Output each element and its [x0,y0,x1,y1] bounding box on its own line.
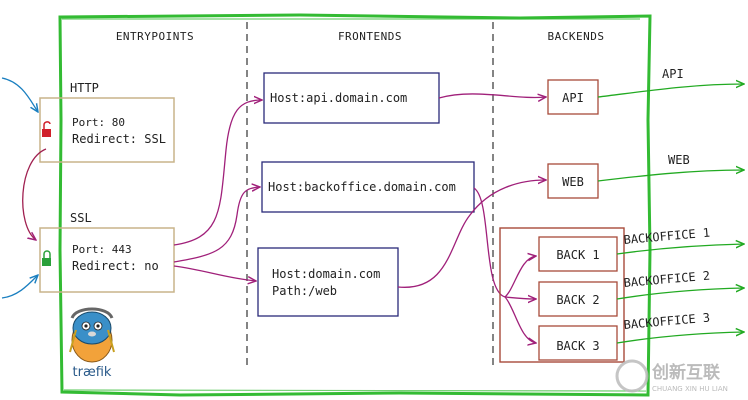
frontend-domain-path: Path:/web [272,284,337,298]
frontend-api-host: Host:api.domain.com [270,91,407,105]
backend-web-label: WEB [562,175,584,189]
route-to-back3 [504,296,536,343]
backend-back1: BACK 1 [538,236,618,272]
watermark-cn: 创新互联 [651,362,720,383]
redirect-arrow [22,148,47,240]
backend-api: API [547,79,599,115]
output-arrow-web [597,170,744,182]
route-to-back1 [504,256,536,298]
entrypoint-ssl-redirect: Redirect: no [72,259,159,273]
route-ssl-to-backoffice [173,187,260,263]
frontend-api: Host:api.domain.com [263,72,440,124]
incoming-arrow-ssl [1,275,38,299]
column-header-frontends: FRONTENDS [338,30,402,43]
entrypoint-http-box [39,97,175,163]
output-arrow-api [597,84,744,98]
frontend-backoffice-host: Host:backoffice.domain.com [268,180,456,194]
output-label-backoffice1: BACKOFFICE 1 [623,225,711,247]
output-label-api: API [662,67,684,81]
entrypoint-http-title: HTTP [70,81,99,95]
traefik-frame [58,13,652,397]
traefik-logo: træfik [69,307,115,380]
watermark: 创新互联 CHUANG XIN HU LIAN [615,359,728,393]
backend-back1-label: BACK 1 [556,248,599,262]
entrypoint-ssl-box [39,227,175,293]
backend-back3-label: BACK 3 [556,339,599,353]
frontend-domain-box [257,247,399,317]
frontend-backoffice-box [261,161,475,213]
entrypoint-ssl-port: Port: 443 [72,243,132,256]
column-header-backends: BACKENDS [548,30,605,43]
frontend-backoffice: Host:backoffice.domain.com [261,161,475,213]
output-arrow-backoffice2 [616,288,744,300]
backend-back3: BACK 3 [538,325,618,361]
output-label-backoffice3: BACKOFFICE 3 [623,310,711,332]
watermark-en: CHUANG XIN HU LIAN [652,385,728,393]
lock-open-icon [42,121,51,137]
frontend-domain: Host:domain.com Path:/web [257,247,399,317]
route-backoffice-frontend-to-backs [473,187,506,298]
backend-api-label: API [562,91,584,105]
backend-back2-label: BACK 2 [556,293,599,307]
output-label-web: WEB [668,153,690,167]
entrypoint-http: HTTP Port: 80 Redirect: SSL [39,81,175,163]
entrypoint-ssl-title: SSL [70,211,92,225]
output-label-backoffice2: BACKOFFICE 2 [623,268,711,290]
output-arrow-backoffice1 [616,244,744,255]
output-arrow-backoffice3 [616,332,744,344]
column-header-entrypoints: ENTRYPOINTS [116,30,194,43]
entrypoint-ssl: SSL Port: 443 Redirect: no [39,211,175,293]
frontend-domain-host: Host:domain.com [272,267,380,281]
backend-backoffice-group [499,227,625,363]
incoming-arrow-http [1,77,38,112]
route-to-back2 [504,297,536,299]
entrypoint-http-port: Port: 80 [72,116,125,129]
traefik-logo-text: træfik [73,365,112,380]
entrypoint-http-redirect: Redirect: SSL [72,132,166,146]
backend-back2: BACK 2 [538,281,618,317]
route-ssl-to-api [173,100,262,246]
route-domain-frontend-to-web [397,180,546,288]
route-ssl-to-domain [173,265,256,281]
watermark-logo-icon [615,359,649,393]
backend-web: WEB [547,163,599,199]
lock-closed-icon [42,250,51,266]
route-api-frontend-to-backend [438,93,546,98]
